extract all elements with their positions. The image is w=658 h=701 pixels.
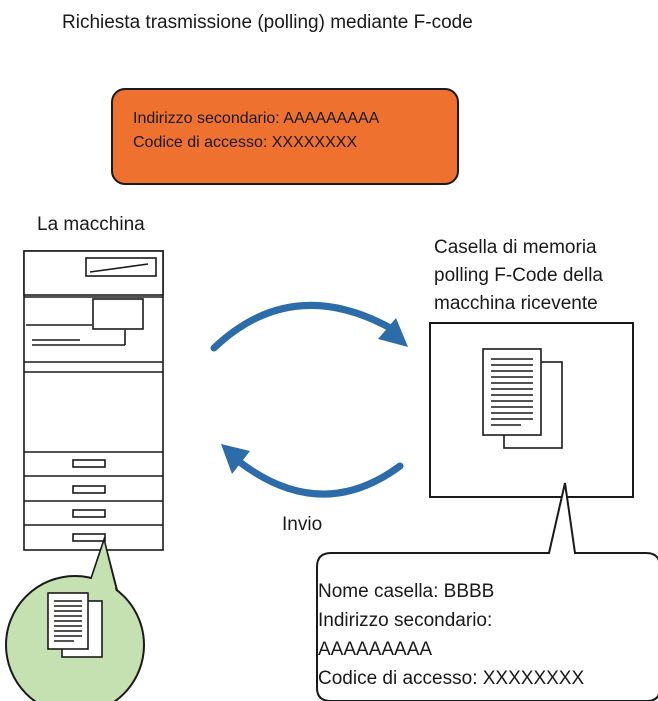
- mailbox-title-line2: polling F-Code della: [434, 265, 603, 286]
- arrow-icon: [221, 444, 404, 498]
- diagram-title: Richiesta trasmissione (polling) mediant…: [62, 12, 473, 33]
- mailbox-name: Nome casella: BBBB: [318, 581, 495, 602]
- send-label: Invio: [282, 514, 323, 535]
- mailbox-sub-address-value: AAAAAAAAA: [318, 639, 433, 660]
- mailbox-title: Casella di memoria polling F-Code della …: [434, 234, 603, 318]
- mailbox-title-line3: macchina ricevente: [434, 293, 598, 314]
- mailbox-title-line1: Casella di memoria: [434, 237, 597, 258]
- request-passcode: Codice di accesso: XXXXXXXX: [133, 134, 358, 151]
- local-documents-callout: [5, 536, 145, 701]
- fcode-mailbox-box: [429, 322, 634, 498]
- machine-label: La macchina: [37, 214, 145, 235]
- arrow-icon: [210, 302, 408, 352]
- fcode-request-box: Indirizzo secondario: AAAAAAAAA Codice d…: [111, 88, 459, 185]
- printer-icon: [23, 250, 164, 551]
- request-sub-address: Indirizzo secondario: AAAAAAAAA: [133, 110, 380, 127]
- mailbox-passcode: Codice di accesso: XXXXXXXX: [318, 668, 585, 689]
- document-stack-icon: [482, 348, 563, 449]
- document-stack-icon: [47, 592, 103, 658]
- mailbox-sub-address-label: Indirizzo secondario:: [318, 610, 493, 631]
